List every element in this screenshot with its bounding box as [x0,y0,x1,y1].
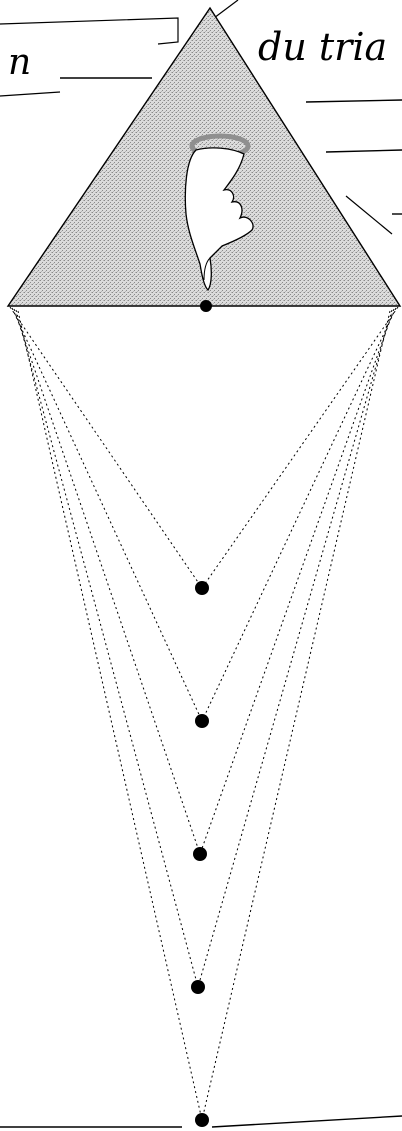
dotted-line-right-6 [201,310,391,1121]
bottom-right-line [211,1115,402,1128]
dotted-line-left-3 [11,307,203,722]
right-label-pointer-line [213,0,239,19]
right-answer-line-2 [325,149,402,153]
dotted-line-left-4 [13,308,201,855]
point-dot-1 [200,300,212,312]
hand-finger-line [203,257,211,281]
dotted-line-left-6 [17,310,203,1121]
point-dot-4 [193,847,207,861]
dotted-line-left-2 [9,306,203,589]
dotted-line-right-3 [201,307,397,722]
left-label-box [0,17,179,45]
hand-shape [184,147,254,292]
pointing-hand-icon [184,133,254,292]
dotted-line-right-5 [197,309,393,988]
right-answer-line-1 [305,99,402,103]
dotted-line-right-4 [199,308,395,855]
right-pointer-line [345,195,393,235]
bottom-lines [0,1115,402,1128]
left-label-line [0,91,61,97]
point-dot-3 [195,714,209,728]
left-label-text: n [8,42,31,83]
point-dot-6 [195,1113,209,1127]
dotted-line-left-5 [15,309,199,988]
right-label-area: du tria [213,0,402,235]
point-dot-5 [191,980,205,994]
fold-points [191,300,212,1127]
left-label-area: n [0,17,179,97]
point-dot-2 [195,581,209,595]
dotted-fold-lines [9,306,399,1121]
right-label-text: du tria [258,25,387,69]
dotted-line-right-2 [201,306,399,589]
